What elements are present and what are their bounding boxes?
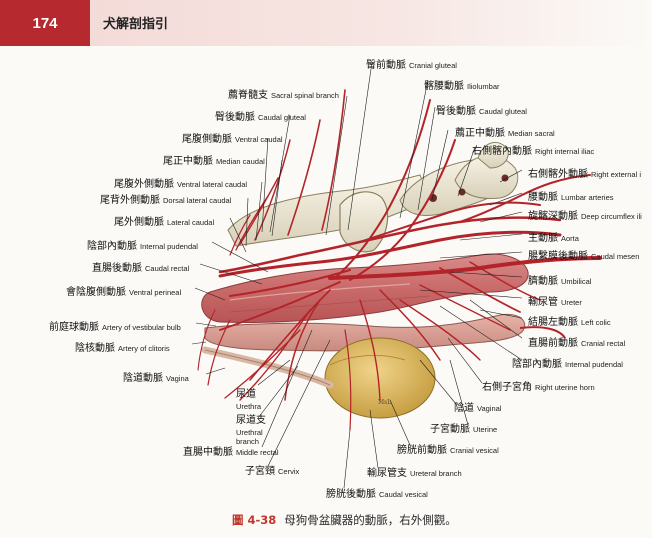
figure-caption-text: 母狗骨盆臟器的動脈，右外側觀。	[284, 513, 457, 527]
illustrator-signature: MsL	[378, 399, 391, 406]
book-title: 犬解剖指引	[103, 17, 169, 32]
page-header-band	[0, 0, 652, 46]
arterial-network	[197, 89, 602, 431]
rectum-colon	[201, 253, 529, 324]
label-urethral-branch: 尿道支 Urethral branch	[236, 415, 266, 447]
page-number: 174	[0, 0, 90, 46]
figure-caption: 圖 4-38 母狗骨盆臟器的動脈，右外側觀。	[232, 512, 457, 528]
leader-lines	[191, 61, 523, 489]
figure-number: 圖 4-38	[232, 513, 277, 527]
label-urethra: 尿道 Urethra	[236, 389, 262, 411]
urethra-tube	[201, 346, 334, 389]
bladder	[324, 337, 436, 419]
